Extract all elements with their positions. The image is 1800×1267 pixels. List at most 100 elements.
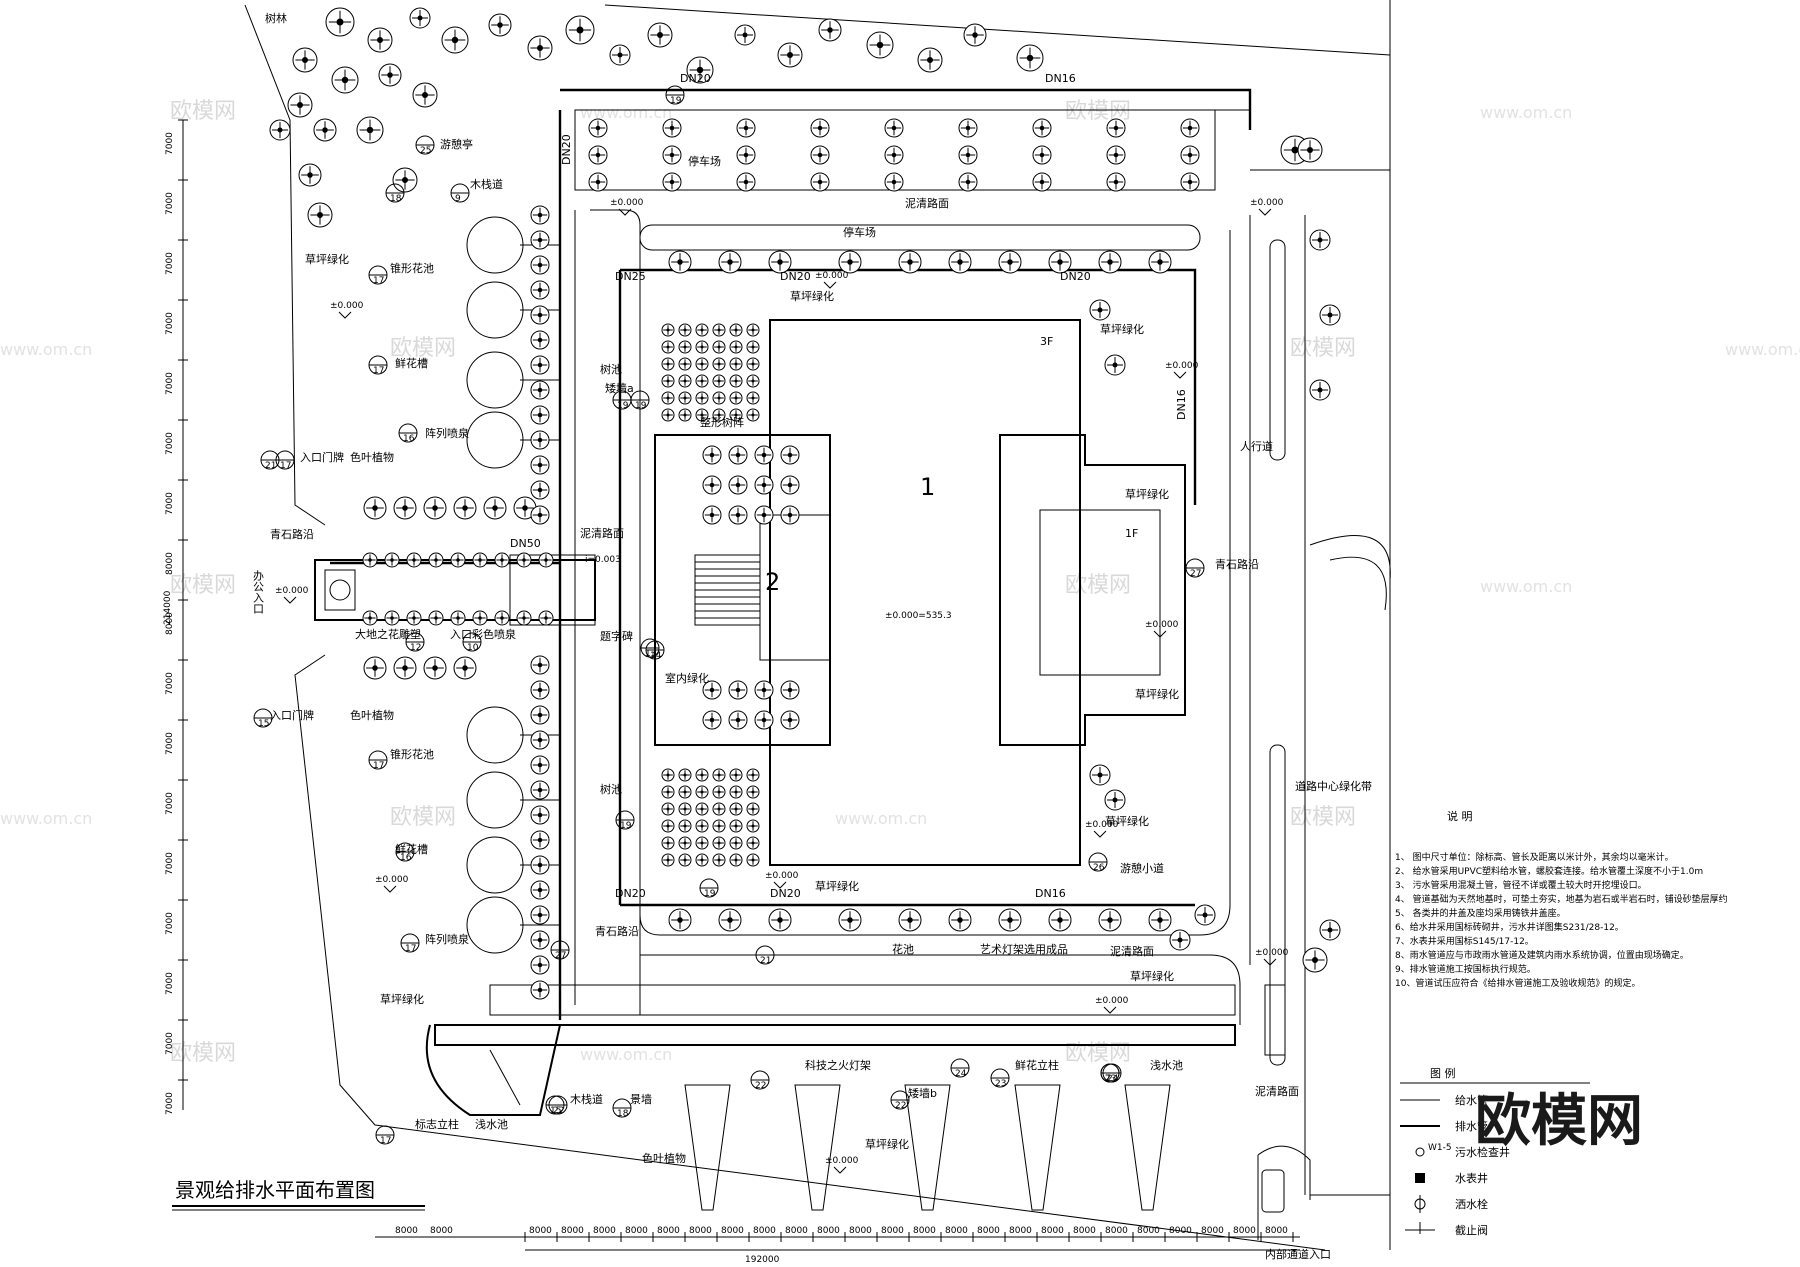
site-boundary — [244, 0, 1391, 1251]
tree-symbol — [530, 705, 550, 725]
dimension-value: 8000 — [593, 1226, 616, 1236]
tree-pool-label: 树池 — [600, 782, 622, 796]
dimension-value: 7000 — [165, 792, 175, 815]
tree-symbol — [729, 374, 743, 388]
parking-label: 停车场 — [688, 154, 721, 168]
watermark: www.om.cn — [580, 1045, 672, 1064]
tree-symbol — [718, 250, 742, 274]
tree-symbol — [453, 656, 477, 680]
note-item: 7、水表井采用国标S145/17-12。 — [1395, 935, 1534, 947]
tree-symbol — [488, 13, 512, 37]
stroll-path-label: 游憩小道 — [1120, 861, 1164, 875]
detail-reference: 19 — [615, 810, 635, 831]
tree-symbol — [754, 445, 774, 465]
tree-symbol — [678, 357, 692, 371]
dimension-value: 8000 — [1169, 1226, 1192, 1236]
tree-symbol — [661, 836, 675, 850]
detail-reference-number: 16 — [400, 853, 412, 863]
tree-symbol — [728, 505, 748, 525]
tree-symbol — [530, 755, 550, 775]
tree-symbol — [746, 836, 760, 850]
tree-symbol — [530, 255, 550, 275]
legend-item: 截止阀 — [1405, 1222, 1488, 1237]
detail-reference-number: 22 — [553, 1106, 564, 1116]
watermark: 欧模网 — [390, 805, 456, 830]
detail-reference: 22 — [750, 1070, 770, 1091]
tree-symbol — [393, 656, 417, 680]
tree-symbol — [678, 802, 692, 816]
tree-symbol — [810, 172, 830, 192]
woods-label: 树林 — [265, 11, 287, 25]
dimension-value: 7000 — [165, 912, 175, 935]
detail-reference: 14 — [645, 640, 665, 661]
dimension-value: 8000 — [977, 1226, 1000, 1236]
dimension-value: 8000 — [1137, 1226, 1160, 1236]
note-item: 9、排水管道施工按国标执行规范。 — [1395, 963, 1536, 975]
tree-symbol — [530, 430, 550, 450]
tree-symbol — [588, 172, 608, 192]
tree-symbol — [780, 710, 800, 730]
detail-reference: 24 — [950, 1058, 970, 1079]
tree-symbol — [269, 119, 291, 141]
tree-symbol — [678, 785, 692, 799]
tree-symbol — [754, 680, 774, 700]
detail-reference: 16 — [398, 423, 418, 444]
tree-symbol — [1319, 919, 1341, 941]
entrance-stairs — [694, 554, 761, 626]
tree-symbol — [363, 656, 387, 680]
note-item: 1、 图中尺寸单位：除标高、管长及距离以米计外，其余均以毫米计。 — [1395, 851, 1674, 863]
tree-symbol — [729, 340, 743, 354]
dimension-value: 8000 — [625, 1226, 648, 1236]
dimension-value: 8000 — [529, 1226, 552, 1236]
tree-symbol — [1180, 118, 1200, 138]
note-item: 3、 污水管采用混凝土管，管径不详或覆土较大时开挖埋设口。 — [1395, 879, 1647, 891]
tree-symbol — [736, 172, 756, 192]
tree-symbol — [746, 802, 760, 816]
tree-symbol — [1309, 229, 1331, 251]
detail-reference-number: 18 — [390, 194, 402, 204]
legend-label: 污水检查井 — [1455, 1145, 1510, 1159]
dimension-value: 8000 — [785, 1226, 808, 1236]
tree-symbol — [588, 118, 608, 138]
dimension-value: 8000 — [1073, 1226, 1096, 1236]
tree-symbol — [1169, 929, 1191, 951]
drawing-title-text: 景观给排水平面布置图 — [175, 1178, 375, 1202]
elevation-mark: ±0.000 — [330, 301, 364, 319]
tree-symbol — [678, 374, 692, 388]
detail-reference: 7 — [1100, 1063, 1120, 1084]
tree-symbol — [513, 496, 537, 520]
tree-symbol — [661, 802, 675, 816]
tree-symbol — [363, 496, 387, 520]
dimension-value: 8000 — [1009, 1226, 1032, 1236]
tree-symbol — [453, 496, 477, 520]
tree-symbol — [898, 250, 922, 274]
marker-column-label: 标志立柱 — [415, 1117, 459, 1131]
building-floors-label: 3F — [1040, 335, 1053, 348]
dimension-value: 8000 — [817, 1226, 840, 1236]
pipe-size: DN20 — [615, 887, 646, 900]
watermark: www.om.cn — [835, 809, 927, 828]
drawing-title: 景观给排水平面布置图 — [172, 1178, 425, 1211]
inner-road-entry-label: 内部通道入口 — [1265, 1247, 1331, 1261]
tree-symbol — [734, 24, 756, 46]
detail-reference: 18 — [612, 1098, 632, 1119]
tree-symbol — [367, 27, 393, 53]
tree-symbol — [702, 710, 722, 730]
watermark: www.om.cn — [1480, 577, 1572, 596]
wood-walk-label: 木栈道 — [470, 177, 503, 191]
tree-symbol — [530, 455, 550, 475]
lawn-label: 草坪绿化 — [380, 992, 424, 1006]
dimension-value: 7000 — [165, 132, 175, 155]
tree-symbol — [702, 680, 722, 700]
tree-symbol — [736, 145, 756, 165]
watermark: 欧模网 — [390, 336, 456, 361]
dimension-value: 8000 — [721, 1226, 744, 1236]
tree-symbol — [695, 340, 709, 354]
tree-symbol — [530, 805, 550, 825]
detail-reference: 15 — [253, 708, 273, 729]
tree-symbol — [754, 505, 774, 525]
tree-symbol — [516, 610, 532, 626]
notes-heading: 说 明 — [1447, 809, 1473, 823]
